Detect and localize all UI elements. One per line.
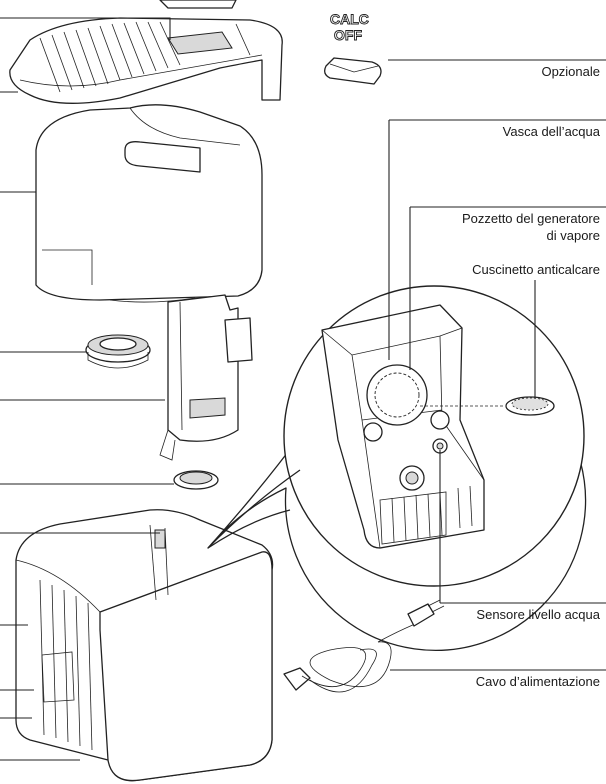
packet-text-calc: CALC xyxy=(330,11,369,27)
label-water-tank: Vasca dell’acqua xyxy=(502,124,600,139)
calc-off-packet: CALC OFF xyxy=(324,11,382,85)
label-steam-well-line1: Pozzetto del generatore xyxy=(461,211,600,226)
packet-text-off: OFF xyxy=(334,27,362,43)
power-cord xyxy=(283,599,445,693)
label-anti-scale-pad: Cuscinetto anticalcare xyxy=(472,262,600,277)
label-optional: Opzionale xyxy=(541,64,600,79)
right-leader-lines xyxy=(388,119,606,671)
base-unit xyxy=(15,509,274,782)
loose-anti-scale-pad xyxy=(173,470,219,490)
label-power-cord: Cavo d’alimentazione xyxy=(475,674,600,689)
tank-cap xyxy=(85,334,151,369)
top-filter-piece xyxy=(159,0,237,9)
upper-tank xyxy=(35,104,263,303)
steam-generator-column xyxy=(159,294,253,461)
left-leader-lines xyxy=(0,17,174,761)
label-steam-well-line2: di vapore xyxy=(546,228,600,243)
label-water-level-sensor: Sensore livello acqua xyxy=(476,607,600,622)
closeup-anti-scale-pad xyxy=(505,396,555,416)
top-cover xyxy=(9,17,283,104)
tank-interior-closeup xyxy=(321,304,505,549)
